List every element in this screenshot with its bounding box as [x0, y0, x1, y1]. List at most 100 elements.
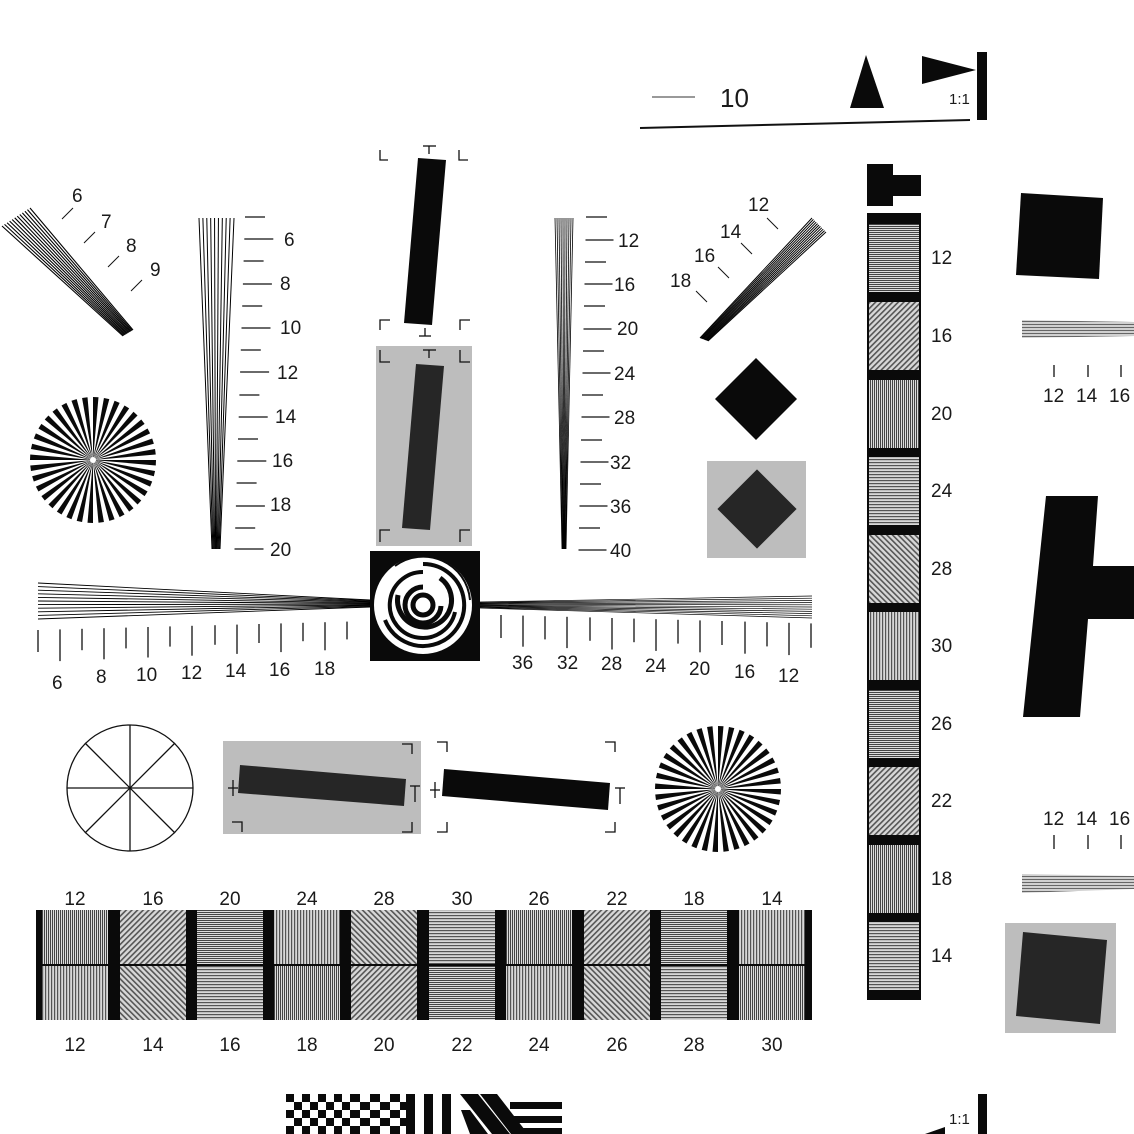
- spiral-target: [370, 551, 480, 661]
- star-spoke: [718, 789, 778, 816]
- horizontal-fan: 6 8 10 12 14 16 18 36 32 28 24 20 16 12: [37, 582, 813, 694]
- star-spoke: [44, 415, 93, 460]
- vertical-strip-label: 16: [931, 326, 952, 347]
- star-spoke: [677, 737, 718, 789]
- star-spoke: [61, 402, 93, 460]
- right-column: 12 14 16 12 14 16: [1005, 193, 1134, 1033]
- star-spoke: [93, 397, 99, 460]
- checker-cell: [286, 1110, 294, 1118]
- star-spoke: [93, 411, 138, 460]
- star-spoke: [655, 789, 718, 800]
- star-spoke: [71, 399, 93, 460]
- strip-cell-upper: [274, 910, 340, 964]
- strip-top-label: 24: [296, 889, 318, 910]
- fan-line: [479, 607, 813, 619]
- fan-line: [558, 217, 564, 550]
- fan-vert-right-label: 24: [614, 364, 636, 385]
- fan-diag-left-label: 6: [72, 186, 83, 207]
- strip-top-label: 20: [219, 889, 240, 910]
- checker-cell: [400, 1118, 410, 1126]
- star-spoke: [718, 789, 773, 826]
- star-spoke: [657, 789, 718, 811]
- star-spoke: [666, 789, 718, 830]
- hfan-left-label: 8: [96, 667, 107, 688]
- checker-cell: [310, 1102, 318, 1110]
- hfan-right-label: 36: [512, 653, 533, 674]
- strip-bottom-label: 28: [683, 1035, 704, 1056]
- star-spoke: [93, 460, 134, 512]
- fan-line: [706, 230, 825, 342]
- fan-line: [216, 217, 223, 550]
- strip-top-label: 30: [451, 889, 472, 910]
- strip-bottom-label: 20: [373, 1035, 394, 1056]
- slanted-edge-horizontal-gray: [223, 741, 421, 834]
- vertical-fan-right: 12 16 20 24 28 32 36 40: [554, 216, 639, 562]
- strip-bottom-label: 22: [451, 1035, 472, 1056]
- star-spoke: [41, 460, 93, 501]
- slanted-edge-top: [379, 145, 470, 337]
- checker-cell: [334, 1094, 342, 1102]
- fan-line: [479, 606, 813, 614]
- star-spoke: [93, 460, 156, 477]
- star-spoke: [673, 789, 718, 838]
- fan-vert-left-label: 12: [277, 363, 298, 384]
- fan-line: [214, 217, 217, 550]
- right-bottom-label: 16: [1109, 809, 1130, 830]
- vertical-strip-cell: [869, 612, 919, 680]
- fan-line: [564, 217, 570, 550]
- star-spoke: [691, 789, 718, 849]
- checker-cell: [390, 1110, 400, 1118]
- strip-cell-upper: [120, 910, 186, 964]
- checker-cell: [360, 1102, 370, 1110]
- star-spoke: [87, 460, 93, 523]
- star-spoke: [718, 789, 750, 847]
- star-spoke: [30, 443, 93, 460]
- star-spoke: [718, 757, 776, 789]
- fan-line: [701, 220, 816, 339]
- fan-vert-left-label: 20: [270, 540, 291, 561]
- star-spoke: [686, 731, 718, 789]
- star-spoke: [93, 449, 156, 460]
- strip-top-label: 18: [683, 889, 704, 910]
- star-spoke: [655, 783, 718, 789]
- top-scale-label: 10: [720, 83, 749, 113]
- fan-diag-right-label: 12: [748, 195, 769, 216]
- fan-diag-left-label: 9: [150, 260, 161, 281]
- star-spoke: [701, 789, 718, 852]
- checker-cell: [380, 1118, 390, 1126]
- star-spoke: [696, 728, 718, 789]
- checker-cell: [294, 1118, 302, 1126]
- vertical-strip-cell: [869, 224, 919, 292]
- fan-line: [700, 219, 814, 339]
- fan-vert-right-label: 32: [610, 453, 631, 474]
- hfan-left-label: 14: [225, 661, 247, 682]
- hfan-right-label: 20: [689, 659, 710, 680]
- checker-cell: [318, 1110, 326, 1118]
- bar-pattern: [406, 1094, 562, 1134]
- strip-cell-lower: [197, 966, 263, 1020]
- star-spoke: [93, 460, 156, 466]
- checker-cell: [294, 1102, 302, 1110]
- fan-line: [479, 604, 813, 608]
- fan-line: [9, 220, 127, 335]
- fan-line: [1, 225, 124, 337]
- hfan-left-label: 18: [314, 659, 335, 680]
- fan-line: [37, 593, 371, 603]
- right-bottom-label: 14: [1076, 809, 1098, 830]
- checker-cell: [390, 1126, 400, 1134]
- star-spoke: [52, 408, 93, 460]
- fan-line: [37, 600, 371, 604]
- star-spoke: [93, 400, 120, 460]
- triangle-marker-right: [922, 56, 976, 84]
- fan-line: [14, 217, 128, 334]
- fan-vert-right-label: 36: [610, 497, 631, 518]
- hfan-left-label: 6: [52, 673, 63, 694]
- strip-cell-upper: [739, 910, 805, 964]
- fan-line: [565, 217, 574, 550]
- fan-line: [29, 207, 134, 331]
- vertical-strip-label: 30: [931, 636, 952, 657]
- fan-line: [206, 217, 215, 550]
- fan-line: [479, 605, 813, 610]
- gray-panel-square: [1016, 932, 1107, 1024]
